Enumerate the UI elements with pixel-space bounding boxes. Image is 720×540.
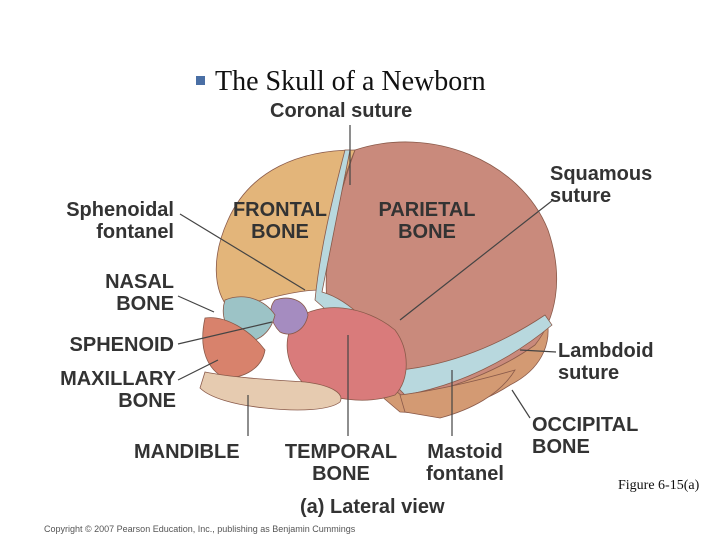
label-mastoid-line1: Mastoid [427,441,503,463]
label-lambdoid-suture: Lambdoid suture [558,340,654,384]
label-maxillary-bone: MAXILLARY BONE [46,368,176,412]
label-sphenoidal-line1: Sphenoidal [66,199,174,221]
label-lambdoid-line2: suture [558,362,620,384]
label-sphenoid: SPHENOID [69,334,174,356]
label-maxillary-line2: BONE [118,390,176,412]
view-caption: (a) Lateral view [300,496,445,518]
label-occipital-line1: OCCIPITAL [532,414,639,436]
copyright-notice: Copyright © 2007 Pearson Education, Inc.… [44,524,356,534]
label-occipital-line2: BONE [532,436,590,458]
label-frontal-line2: BONE [251,221,309,243]
label-frontal-bone: FRONTAL BONE [228,199,332,243]
label-lambdoid-line1: Lambdoid [558,340,654,362]
leader-sphenoidal [179,213,306,291]
label-parietal-line1: PARIETAL [378,199,476,221]
label-nasal-bone: NASAL BONE [84,271,174,315]
label-squamous-suture: Squamous suture [550,163,652,207]
label-mastoid-fontanel: Mastoid fontanel [420,441,510,485]
leader-lambdoid [519,349,557,353]
leader-sphenoid [177,321,273,345]
bullet-icon [196,76,205,86]
label-squamous-line2: suture [550,185,612,207]
leader-maxillary [177,359,219,381]
leader-lines [177,125,557,436]
occipital-lower-shape [399,369,516,419]
label-maxillary-line1: MAXILLARY [60,368,176,390]
label-nasal-line1: NASAL [105,271,174,293]
maxillary-bone-shape [202,317,266,379]
leader-nasal [177,295,215,313]
label-sphenoidal-fontanel: Sphenoidal fontanel [54,199,174,243]
label-nasal-line2: BONE [116,293,174,315]
label-squamous-line1: Squamous [550,163,653,185]
label-parietal-line2: BONE [398,221,456,243]
label-temporal-line1: TEMPORAL [284,441,398,463]
label-frontal-line1: FRONTAL [232,199,328,221]
figure-reference: Figure 6-15(a) [618,478,700,493]
label-coronal-suture: Coronal suture [270,100,413,122]
label-temporal-line2: BONE [312,463,370,485]
slide-title-text: The Skull of a Newborn [215,66,486,97]
label-sphenoidal-line2: fontanel [96,221,174,243]
slide-title: The Skull of a Newborn [196,66,486,98]
label-temporal-bone: TEMPORAL BONE [278,441,404,485]
label-mastoid-line2: fontanel [426,463,504,485]
label-parietal-bone: PARIETAL BONE [372,199,482,243]
label-mandible: MANDIBLE [134,441,240,463]
leader-occipital [511,389,531,419]
mandible-shape [199,371,342,411]
leader-squamous [399,199,554,321]
temporal-bone-shape [286,307,407,401]
label-occipital-bone: OCCIPITAL BONE [532,414,638,458]
